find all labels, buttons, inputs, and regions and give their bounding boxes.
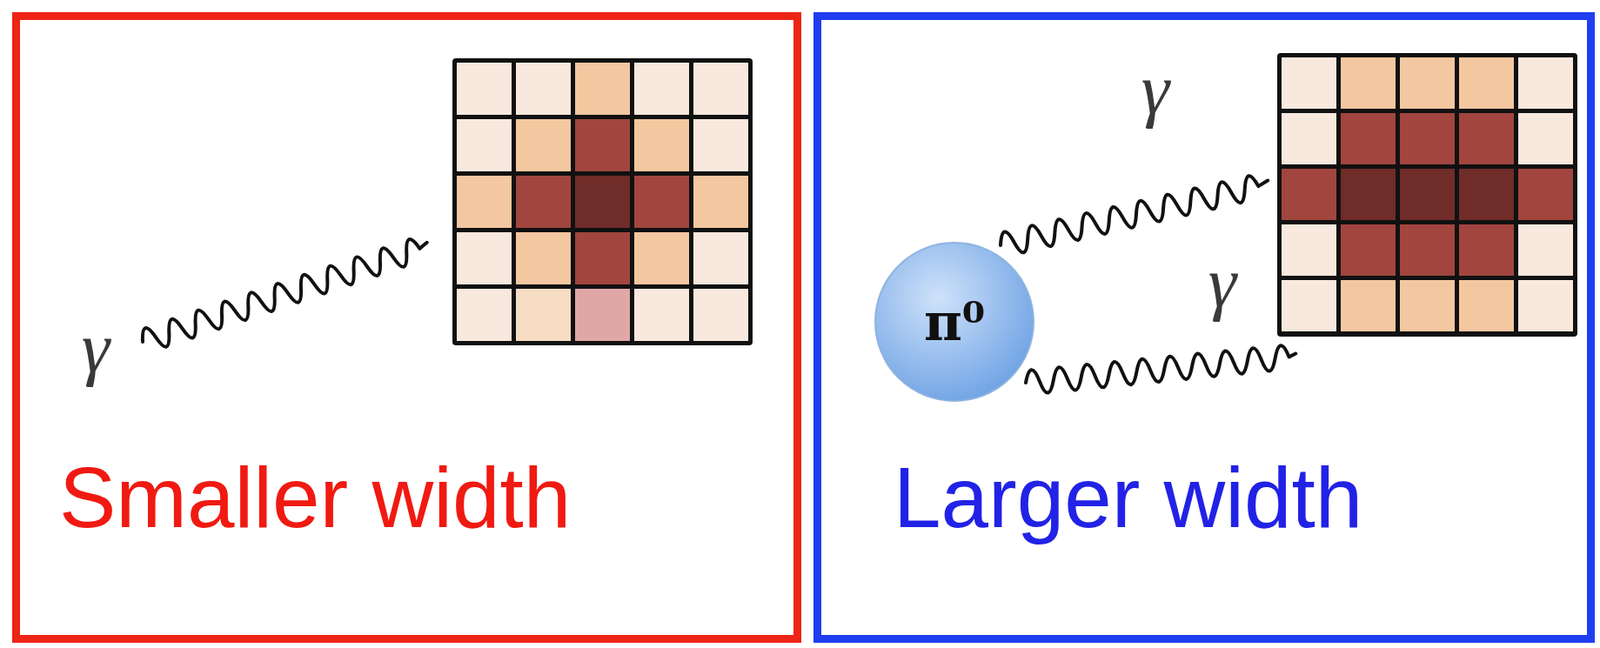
photon-symbol: γ [81,312,110,384]
photon-symbol: γ [1208,247,1237,319]
particle-circle: π⁰ [872,240,1037,404]
caption-text: Smaller width [59,455,571,541]
panel-box: Smaller width [12,12,802,643]
panel-box: Larger width π⁰ [813,12,1595,643]
caption-text: Larger width [893,455,1363,541]
photon-symbol: γ [1141,53,1170,126]
photon-wave [997,172,1272,258]
calorimeter-grid [452,58,753,346]
calorimeter-grid [1277,53,1578,337]
particle-label: π⁰ [923,295,985,349]
photon-wave [1024,344,1298,395]
photon-wave [139,234,433,354]
